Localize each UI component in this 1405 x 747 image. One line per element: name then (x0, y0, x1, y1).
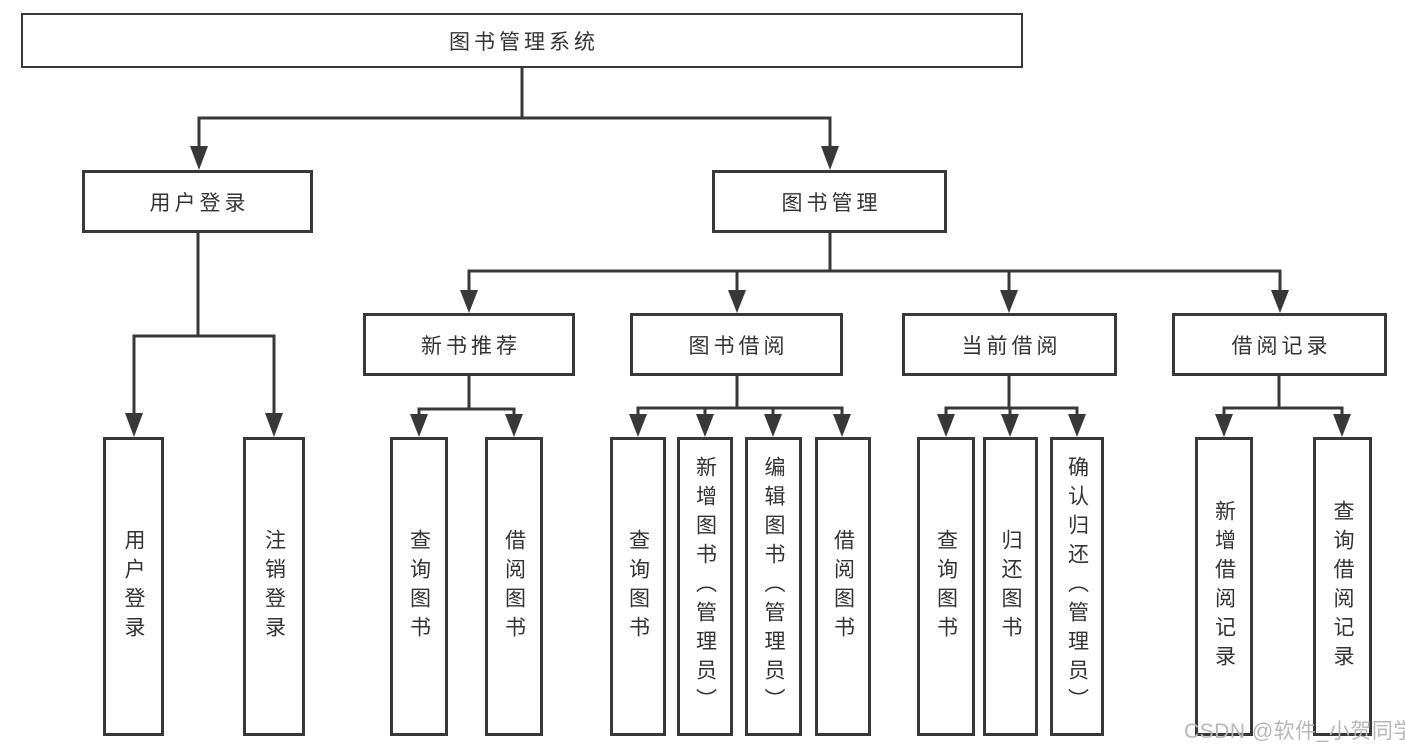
node-label: 归还图书 (999, 528, 1022, 645)
node-label: 当前借阅 (961, 334, 1062, 358)
node-label: 注销登录 (262, 528, 286, 645)
leaf-logout: 注销登录 (243, 437, 305, 736)
node-label: 借阅记录 (1231, 334, 1332, 358)
arrowhead (764, 414, 782, 437)
arrowhead (629, 414, 647, 437)
leaf-query-books-recommend: 查询图书 (390, 437, 448, 736)
node-new-book-recommend: 新书推荐 (363, 313, 575, 376)
arrowhead (1068, 414, 1086, 437)
node-label: 借阅图书 (831, 528, 855, 645)
node-label: 借阅图书 (502, 528, 526, 645)
connector-bookmgmt-to-level3 (460, 231, 1289, 313)
leaf-query-borrow-record: 查询借阅记录 (1313, 437, 1372, 736)
connector-currentborrow-to-leaves (937, 374, 1086, 437)
node-label: 用户登录 (122, 528, 145, 645)
node-label: 查询借阅记录 (1331, 499, 1354, 674)
arrowhead (1271, 290, 1289, 313)
node-label: 确认归还（管理员） (1065, 456, 1089, 717)
arrowhead (505, 414, 523, 437)
node-label: 查询图书 (626, 528, 650, 645)
leaf-edit-books-admin: 编辑图书（管理员） (745, 437, 802, 736)
arrowhead (410, 414, 428, 437)
node-book-borrow: 图书借阅 (630, 313, 843, 376)
node-label: 新增借阅记录 (1212, 499, 1236, 674)
leaf-confirm-return-admin: 确认归还（管理员） (1050, 437, 1104, 736)
arrowhead (728, 290, 746, 313)
connector-records-to-leaves (1215, 374, 1351, 437)
arrowhead (1333, 414, 1351, 437)
arrowhead (696, 414, 714, 437)
node-label: 查询图书 (934, 528, 958, 645)
watermark: CSDN @软件_小贺同学 (1184, 720, 1405, 743)
arrowhead (125, 413, 143, 437)
connector-bookborrow-to-leaves (629, 374, 851, 437)
leaf-query-books-borrow: 查询图书 (610, 437, 666, 736)
node-label: 查询图书 (407, 528, 431, 645)
node-borrow-records: 借阅记录 (1172, 313, 1387, 376)
connector-newbook-to-leaves (410, 374, 523, 437)
arrowhead (821, 146, 839, 170)
node-label: 编辑图书（管理员） (762, 456, 785, 717)
arrowhead (460, 290, 478, 313)
node-label: 图书管理 (781, 191, 882, 215)
arrowhead (937, 414, 955, 437)
node-label: 用户登录 (149, 191, 250, 215)
node-label: 图书管理系统 (449, 30, 599, 54)
node-label: 新增图书（管理员） (693, 456, 717, 717)
node-current-borrow: 当前借阅 (902, 313, 1117, 376)
arrowhead (265, 413, 283, 437)
leaf-user-login: 用户登录 (103, 437, 164, 736)
node-label: 新书推荐 (421, 334, 521, 358)
arrowhead (833, 414, 851, 437)
connector-root-to-level2 (190, 66, 839, 170)
arrowhead (1001, 414, 1019, 437)
arrowhead (1215, 414, 1233, 437)
arrowhead (1000, 290, 1018, 313)
leaf-borrow-books-recommend: 借阅图书 (485, 437, 543, 736)
arrowhead (190, 146, 208, 170)
leaf-query-books-current: 查询图书 (917, 437, 975, 736)
node-user-login: 用户登录 (82, 170, 313, 233)
leaf-return-books: 归还图书 (983, 437, 1038, 736)
leaf-add-borrow-record: 新增借阅记录 (1195, 437, 1253, 736)
node-book-management: 图书管理 (712, 170, 947, 233)
node-library-management-system: 图书管理系统 (21, 13, 1023, 68)
leaf-borrow-books: 借阅图书 (815, 437, 871, 736)
node-label: 图书借阅 (688, 334, 789, 358)
leaf-add-books-admin: 新增图书（管理员） (677, 437, 733, 736)
connector-userlogin-to-leaves (125, 231, 283, 437)
